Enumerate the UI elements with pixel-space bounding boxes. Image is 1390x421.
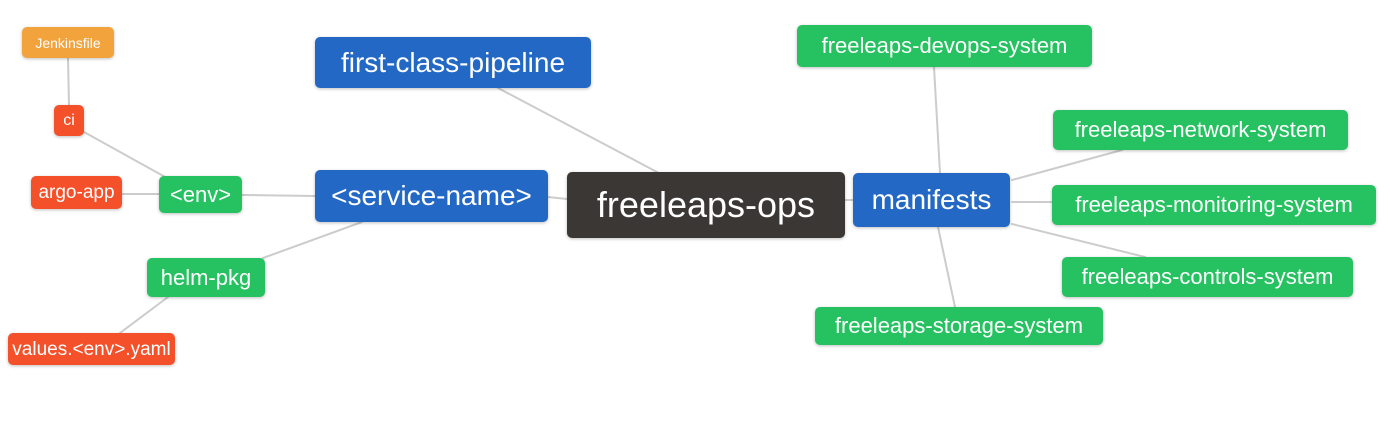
- node-ci[interactable]: ci: [54, 105, 84, 136]
- node-values-env-yaml[interactable]: values.<env>.yaml: [8, 333, 175, 365]
- node-manifests[interactable]: manifests: [853, 173, 1010, 227]
- edge-servicename-helmpkg: [262, 221, 363, 259]
- edge-manifests-controls: [1011, 223, 1146, 258]
- edge-manifests-storage: [937, 226, 956, 308]
- node-env[interactable]: <env>: [159, 176, 242, 213]
- node-argo-app[interactable]: argo-app: [31, 176, 122, 209]
- edge-env-servicename: [241, 194, 316, 197]
- node-freeleaps-controls-system[interactable]: freeleaps-controls-system: [1062, 257, 1353, 297]
- node-service-name[interactable]: <service-name>: [315, 170, 548, 222]
- node-helm-pkg[interactable]: helm-pkg: [147, 258, 265, 297]
- edge-ci-env: [83, 131, 168, 179]
- edge-servicename-freeleapsops: [547, 196, 568, 200]
- node-first-class-pipeline[interactable]: first-class-pipeline: [315, 37, 591, 88]
- node-freeleaps-ops[interactable]: freeleaps-ops: [567, 172, 845, 238]
- edge-helmpkg-values: [119, 296, 169, 334]
- edge-jenkinsfile-ci: [67, 57, 70, 107]
- node-freeleaps-monitoring-system[interactable]: freeleaps-monitoring-system: [1052, 185, 1376, 225]
- node-freeleaps-devops-system[interactable]: freeleaps-devops-system: [797, 25, 1092, 67]
- node-freeleaps-storage-system[interactable]: freeleaps-storage-system: [815, 307, 1103, 345]
- edge-pipeline-freeleapsops: [497, 87, 658, 173]
- edge-manifests-network: [1011, 149, 1123, 181]
- node-jenkinsfile[interactable]: Jenkinsfile: [22, 27, 114, 58]
- edge-manifests-devops: [933, 66, 941, 174]
- node-freeleaps-network-system[interactable]: freeleaps-network-system: [1053, 110, 1348, 150]
